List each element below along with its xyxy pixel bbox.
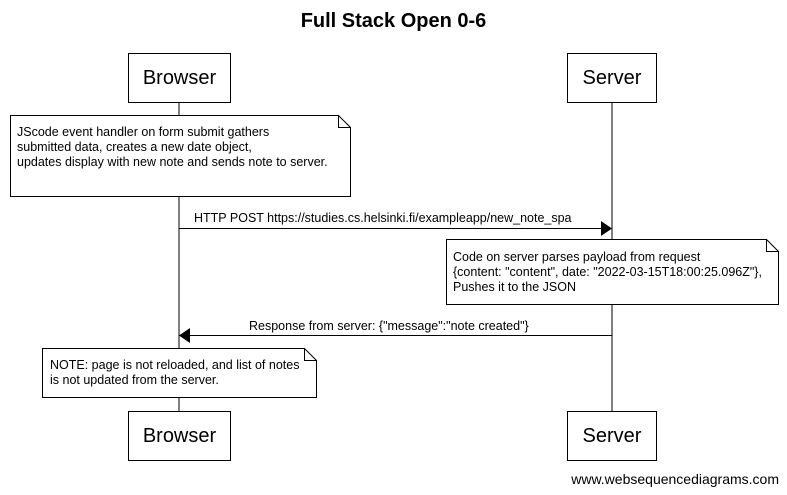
note-browser-no-reload-fold [304, 348, 317, 361]
response-message-label: Response from server: {"message":"note c… [249, 319, 529, 333]
diagram-title: Full Stack Open 0-6 [300, 10, 487, 32]
server-participant-top: Server [567, 53, 657, 103]
note-browser-no-reload: NOTE: page is not reloaded, and list of … [50, 358, 300, 387]
browser-participant-top: Browser [128, 53, 231, 103]
note-browser-no-reload-shape [42, 348, 317, 398]
post-message-label: HTTP POST https://studies.cs.helsinki.fi… [194, 211, 572, 225]
footer-attribution: www.websequencediagrams.com [571, 471, 779, 487]
server-participant-label-bottom: Server [582, 424, 642, 447]
note-server-parse: Code on server parses payload from reque… [453, 250, 762, 294]
note-server-parse-fold [766, 239, 779, 252]
browser-participant-bottom: Browser [128, 411, 231, 461]
response-arrowhead [179, 328, 190, 343]
note-server-parse-shape [446, 239, 779, 305]
note-browser-submit-shape [10, 115, 351, 197]
browser-participant-label-bottom: Browser [142, 424, 217, 447]
note-browser-submit-fold [338, 115, 351, 128]
post-arrowhead [601, 221, 612, 236]
server-participant-label: Server [582, 66, 642, 89]
server-participant-bottom: Server [567, 411, 657, 461]
browser-participant-label: Browser [142, 66, 217, 89]
note-browser-submit: JScode event handler on form submit gath… [17, 125, 328, 169]
